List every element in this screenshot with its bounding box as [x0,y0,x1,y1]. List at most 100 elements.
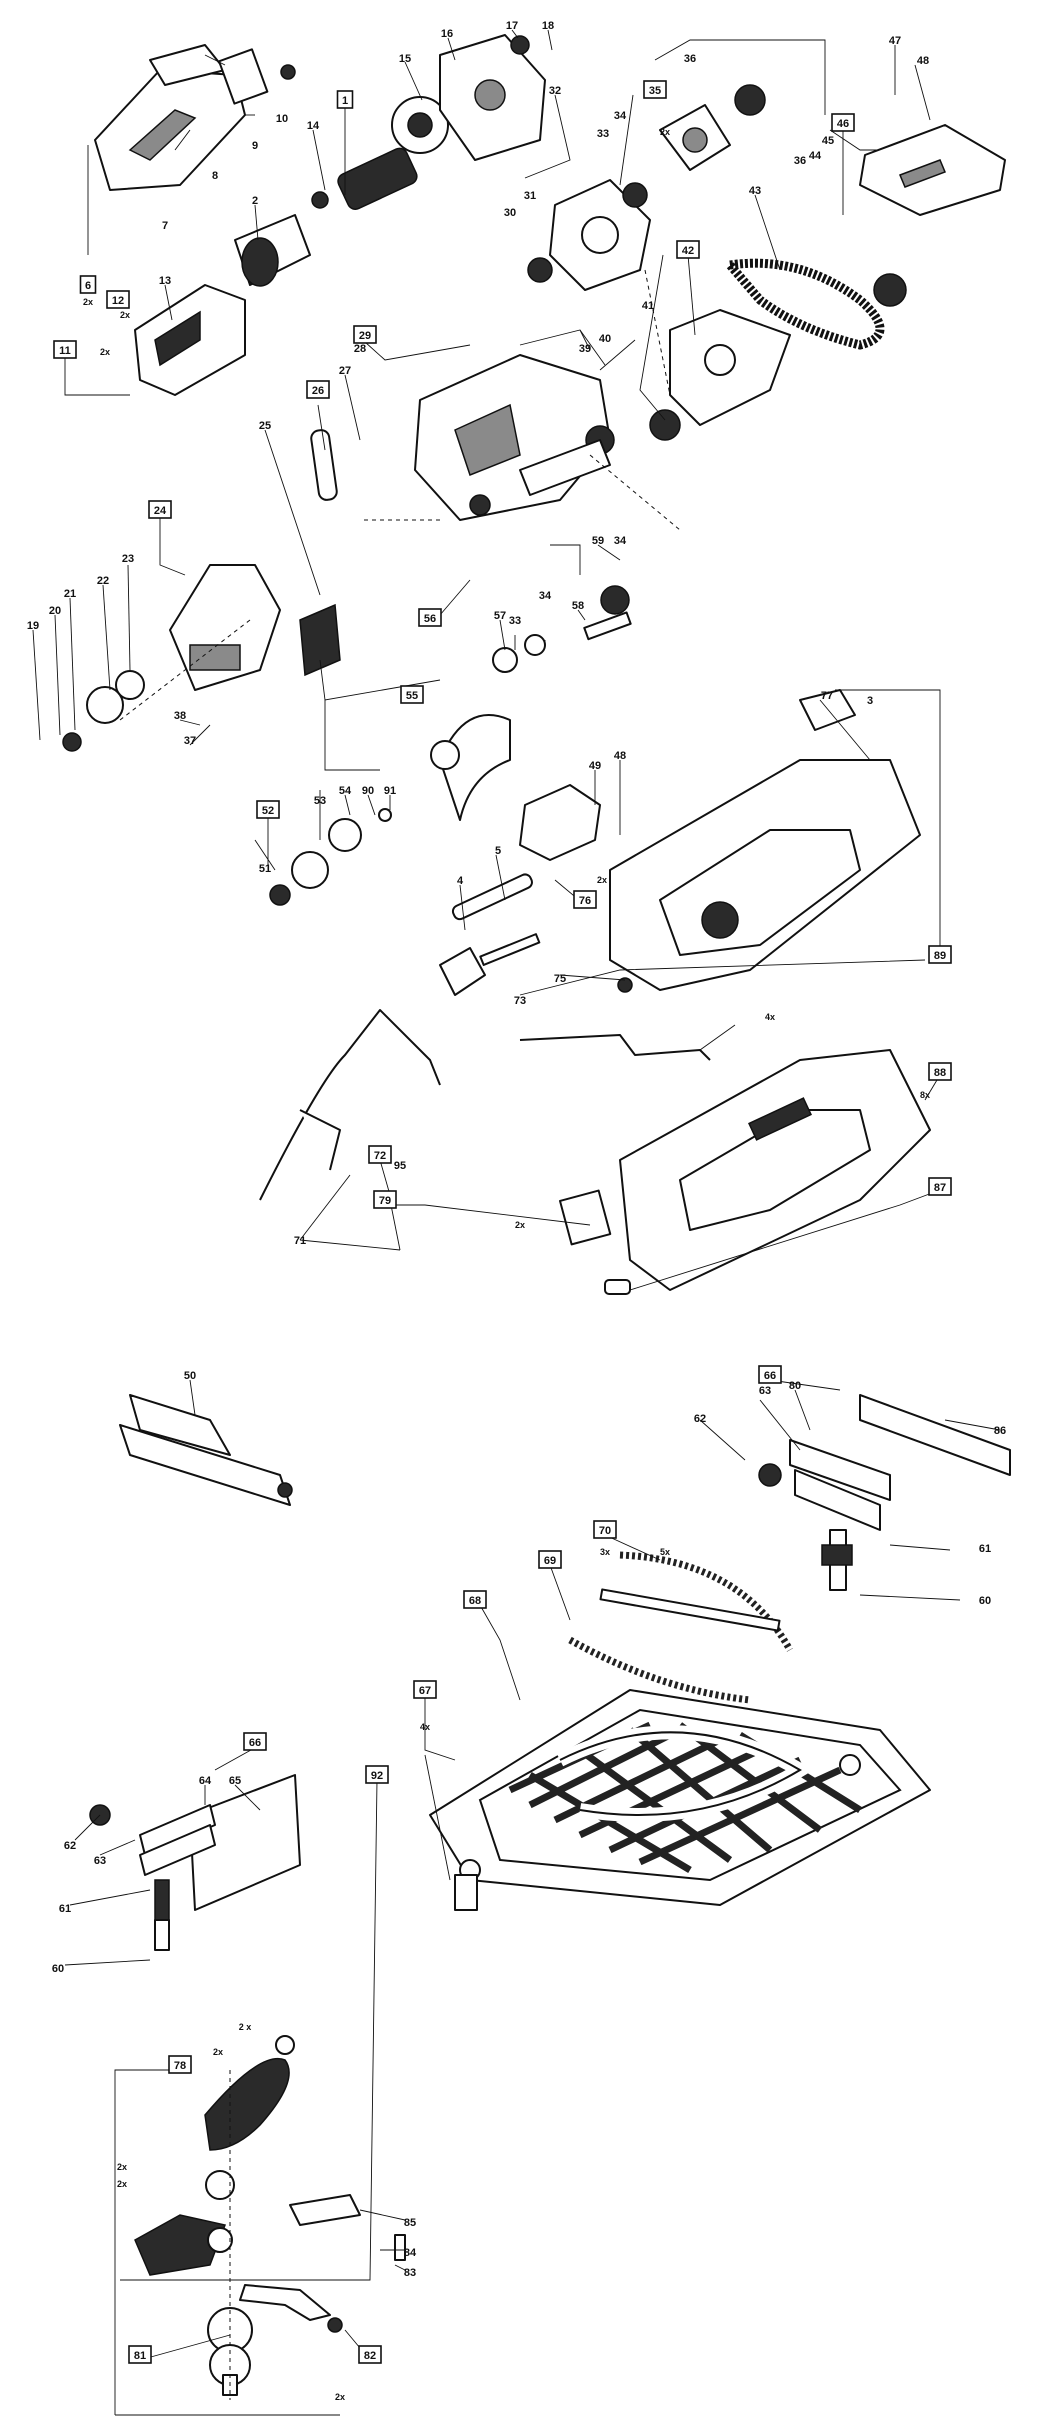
callout-number: 34 [614,110,627,122]
callout-number: 92 [371,1770,383,1782]
pivot-shaft [439,873,633,996]
callout-33b: 33 [509,615,521,627]
callout-number: 91 [384,785,396,797]
callout-number: 66 [249,1737,261,1749]
callout-69: 69 [538,1550,562,1569]
callout-number: 76 [579,895,591,907]
handle-grip [299,429,341,677]
callout-42: 42 [676,240,700,259]
callout-78: 78 [168,2055,192,2074]
callout-number: 83 [404,2267,416,2279]
callout-48b: 48 [614,750,626,762]
belt-cover [859,124,1006,216]
quantity-q7: 8x [920,1090,930,1100]
callout-35: 35 [643,80,667,99]
callout-37: 37 [184,735,196,747]
callout-60a: 60 [979,1595,991,1607]
switch-housing [519,784,601,861]
callout-40: 40 [599,333,611,345]
callout-box [168,2055,192,2074]
callout-20: 20 [49,605,61,617]
callout-box [336,90,354,109]
callout-71: 71 [294,1235,306,1247]
callout-8: 8 [212,170,218,182]
callout-number: 23 [122,553,134,565]
part-drawings [62,34,1011,2400]
callout-number: 69 [544,1555,556,1567]
rip-fence [119,1394,293,1506]
callout-79: 79 [373,1190,397,1209]
callout-box [148,500,172,519]
callout-number: 46 [837,118,849,130]
armature [311,96,449,210]
callout-box [463,1590,487,1609]
callout-box [373,1190,397,1209]
callout-46: 46 [831,113,855,132]
callout-49: 49 [589,760,601,772]
callout-box [106,290,130,309]
callout-number: 57 [494,610,506,622]
quantity-q5: 2x [597,875,607,885]
callout-86: 86 [994,1425,1006,1437]
callout-25: 25 [259,420,271,432]
callout-number: 9 [252,140,258,152]
callout-26: 26 [306,380,330,399]
callout-number: 5 [495,845,501,857]
callout-39: 39 [579,343,591,355]
callout-number: 40 [599,333,611,345]
assembly-axes [119,269,681,2400]
callout-number: 88 [934,1067,946,1079]
callout-box [593,1520,617,1539]
callout-4: 4 [457,875,464,887]
callout-84: 84 [404,2247,417,2259]
callout-63b: 63 [94,1855,106,1867]
callout-number: 1 [342,95,348,107]
callout-number: 42 [682,245,694,257]
callout-number: 55 [406,690,418,702]
callout-number: 73 [514,995,526,1007]
callout-88: 88 [928,1062,952,1081]
callout-number: 86 [994,1425,1006,1437]
callout-52: 52 [256,800,280,819]
callout-47: 47 [889,35,901,47]
callout-15: 15 [399,53,411,65]
callout-5: 5 [495,845,501,857]
callout-number: 78 [174,2060,186,2072]
quantity-q12: 2 x [239,2022,252,2032]
carry-handle [259,1009,441,1201]
leader-lines [32,29,1001,2416]
callout-44: 44 [809,150,822,162]
callout-number: 37 [184,735,196,747]
callout-number: 36 [684,53,696,65]
callout-number: 56 [424,613,436,625]
callout-51: 51 [259,863,271,875]
callout-34a: 34 [614,110,627,122]
callout-number: 36 [794,155,806,167]
callout-number: 72 [374,1150,386,1162]
callout-6: 6 [79,275,97,294]
callout-number: 64 [199,1775,212,1787]
callout-box [928,1062,952,1081]
quantity-q1: 2x [83,297,93,307]
quantity-q14: 2x [117,2162,127,2172]
callout-box [306,380,330,399]
gear-housing [62,564,281,752]
callout-number: 81 [134,2350,146,2362]
callout-24: 24 [148,500,172,519]
callout-92: 92 [365,1765,389,1784]
callout-number: 32 [549,85,561,97]
callout-number: 61 [979,1543,991,1555]
callout-77: 77 [821,690,833,702]
callout-2: 2 [252,195,258,207]
callout-41: 41 [642,300,654,312]
callout-number: 25 [259,420,271,432]
quantity-q16: 2x [335,2392,345,2402]
callout-57: 57 [494,610,506,622]
callout-box [928,1177,952,1196]
callout-number: 48 [917,55,929,67]
callout-box [368,1145,392,1164]
callout-91: 91 [384,785,396,797]
callout-80: 80 [789,1380,801,1392]
callout-box [758,1365,782,1384]
